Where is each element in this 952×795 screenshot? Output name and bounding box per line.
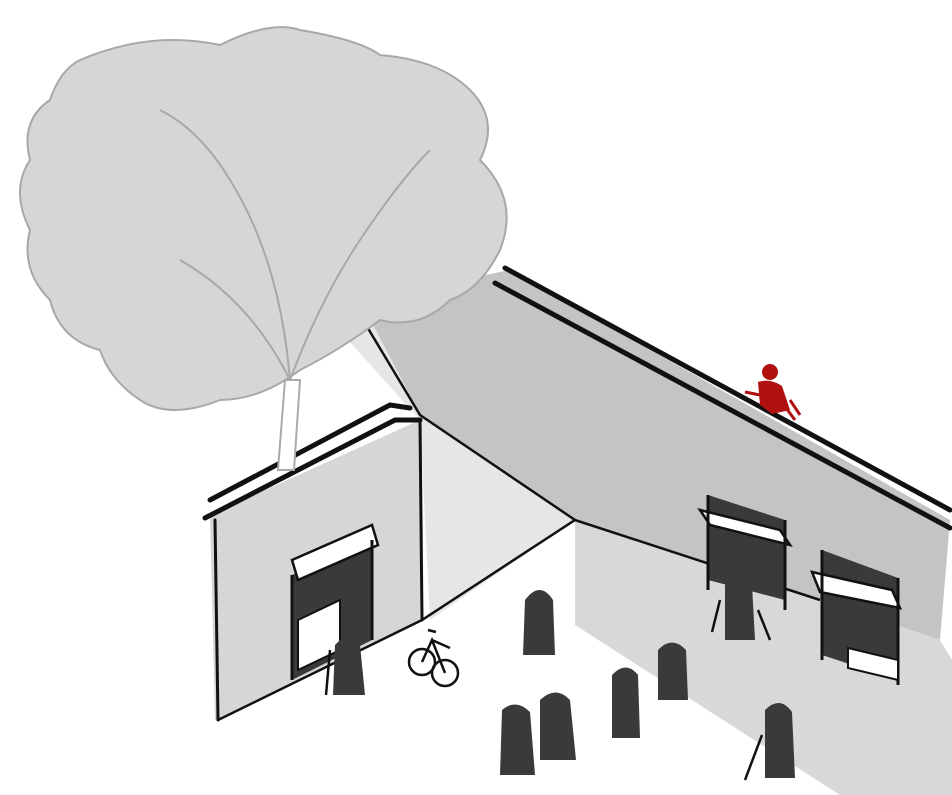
person-icon (500, 704, 535, 775)
person-icon (725, 578, 755, 641)
person-icon (765, 703, 795, 778)
person-icon (523, 590, 555, 655)
person-icon (658, 643, 688, 701)
person-icon (612, 668, 640, 739)
